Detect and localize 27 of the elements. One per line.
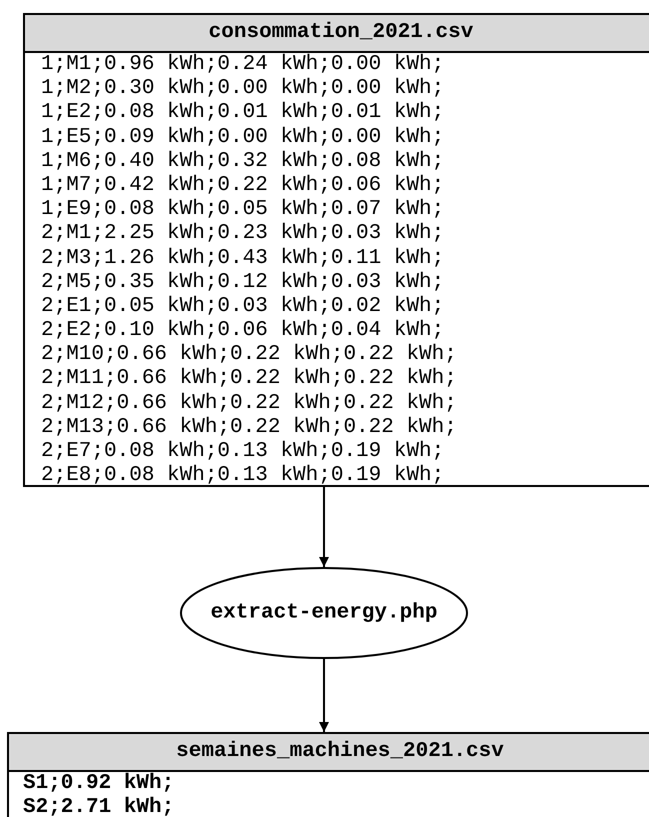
arrow — [319, 659, 329, 732]
data-row: 1;E5;0.09 kWh;0.00 kWh;0.00 kWh; — [41, 126, 444, 150]
file-box — [23, 13, 649, 487]
arrow — [319, 487, 329, 567]
data-row: 1;E9;0.08 kWh;0.05 kWh;0.07 kWh; — [41, 198, 444, 222]
data-row: S2;2.71 kWh; — [23, 796, 174, 817]
data-row: 1;M2;0.30 kWh;0.00 kWh;0.00 kWh; — [41, 77, 444, 102]
data-row: S1;0.92 kWh; — [23, 772, 174, 796]
data-row: 1;M6;0.40 kWh;0.32 kWh;0.08 kWh; — [41, 150, 444, 174]
data-row: 2;E7;0.08 kWh;0.13 kWh;0.19 kWh; — [41, 440, 444, 464]
data-row: 2;M13;0.66 kWh;0.22 kWh;0.22 kWh; — [41, 416, 457, 440]
data-row: 2;E2;0.10 kWh;0.06 kWh;0.04 kWh; — [41, 319, 444, 344]
data-row: 1;E2;0.08 kWh;0.01 kWh;0.01 kWh; — [41, 101, 444, 126]
data-row: 2;E1;0.05 kWh;0.03 kWh;0.02 kWh; — [41, 294, 444, 320]
data-row: 2;M10;0.66 kWh;0.22 kWh;0.22 kWh; — [41, 343, 457, 368]
process-label: extract-energy.php — [210, 602, 438, 624]
data-row: 2;E8;0.08 kWh;0.13 kWh;0.19 kWh; — [41, 464, 444, 488]
data-row: 2;M1;2.25 kWh;0.23 kWh;0.03 kWh; — [41, 222, 444, 246]
data-row: 1;M1;0.96 kWh;0.24 kWh;0.00 kWh; — [41, 53, 444, 78]
data-row: 2;M5;0.35 kWh;0.12 kWh;0.03 kWh; — [41, 270, 444, 295]
file-name-header: semaines_machines_2021.csv — [9, 734, 649, 772]
data-row: 2;M3;1.26 kWh;0.43 kWh;0.11 kWh; — [41, 246, 444, 271]
process-ellipse — [180, 567, 468, 659]
data-row: 1;M7;0.42 kWh;0.22 kWh;0.06 kWh; — [41, 174, 444, 198]
file-name-header: consommation_2021.csv — [25, 15, 649, 53]
data-row: 2;M11;0.66 kWh;0.22 kWh;0.22 kWh; — [41, 367, 457, 392]
data-row: 2;M12;0.66 kWh;0.22 kWh;0.22 kWh; — [41, 392, 457, 416]
